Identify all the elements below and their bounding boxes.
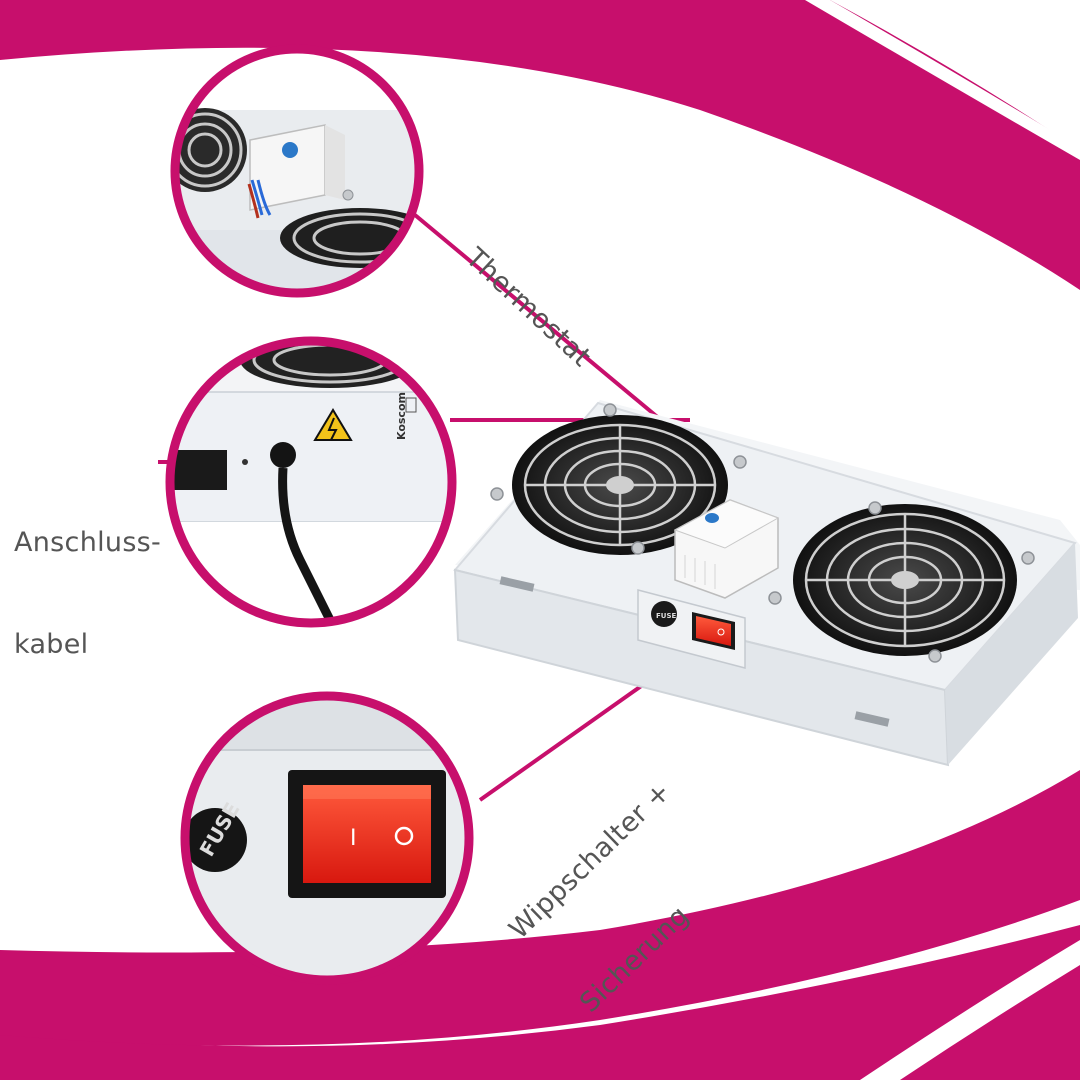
switch-panel: FUSE: [637, 589, 746, 669]
top-band: [0, 0, 1080, 290]
callout-cable-label: Anschluss- kabel: [14, 458, 161, 696]
top-band-white-stripe: [805, 0, 1080, 160]
fan-1: [512, 415, 728, 555]
thermostat-closeup: [170, 44, 424, 298]
fan-unit-side: [945, 543, 1078, 765]
bottom-band: [0, 925, 1080, 1080]
switch-on-mark: I: [350, 826, 357, 851]
fan-2: [793, 504, 1017, 656]
screws: [490, 403, 1035, 663]
vent-slot-right: [854, 711, 890, 727]
fan-unit: FUSE: [453, 400, 1080, 767]
bottom-curve-band: [0, 770, 1080, 1046]
vent-slot-left: [499, 576, 535, 592]
rocker-switch-closeup: FUSE I: [180, 691, 474, 985]
fuse-label-small: FUSE: [656, 612, 677, 620]
power-cable-closeup: Koscom: [165, 336, 457, 628]
callout-cable-line-1: Anschluss-: [14, 527, 162, 558]
brand-mark: Koscom: [395, 392, 408, 440]
callout-cable-line-2: kabel: [14, 629, 89, 660]
bottom-band-white-stripe: [860, 940, 1080, 1080]
thermostat-module: [673, 499, 780, 599]
